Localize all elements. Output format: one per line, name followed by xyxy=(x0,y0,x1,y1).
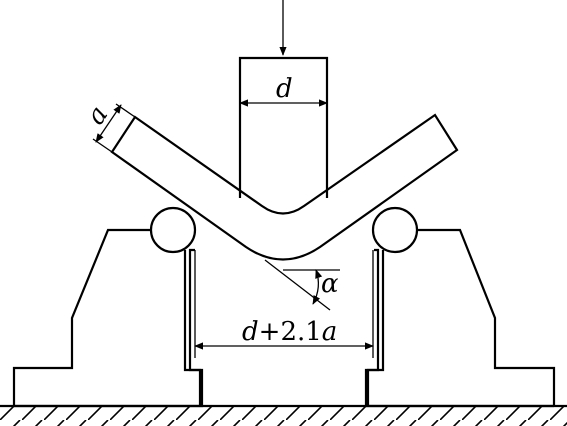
mandrel-body xyxy=(238,56,329,198)
thickness-dim-line xyxy=(95,104,122,143)
angle-indicator xyxy=(264,259,340,311)
left-roller xyxy=(149,206,197,254)
right-support xyxy=(364,228,556,408)
right-roller xyxy=(371,206,419,254)
angle-arc xyxy=(312,269,323,305)
angle-label: α xyxy=(321,269,339,299)
bent-specimen xyxy=(110,113,459,261)
thickness-ext-line-1 xyxy=(92,138,113,153)
mandrel xyxy=(238,0,329,198)
ground-hatching xyxy=(0,407,567,426)
thickness-label: a xyxy=(81,101,115,131)
left-support xyxy=(12,228,204,408)
ground xyxy=(0,404,567,426)
span-label: d+2.1a xyxy=(242,317,337,347)
thickness-ext-line-2 xyxy=(115,103,136,118)
diameter-label: d xyxy=(276,74,293,104)
span-dimension xyxy=(194,250,374,358)
thickness-dimension xyxy=(92,103,136,153)
